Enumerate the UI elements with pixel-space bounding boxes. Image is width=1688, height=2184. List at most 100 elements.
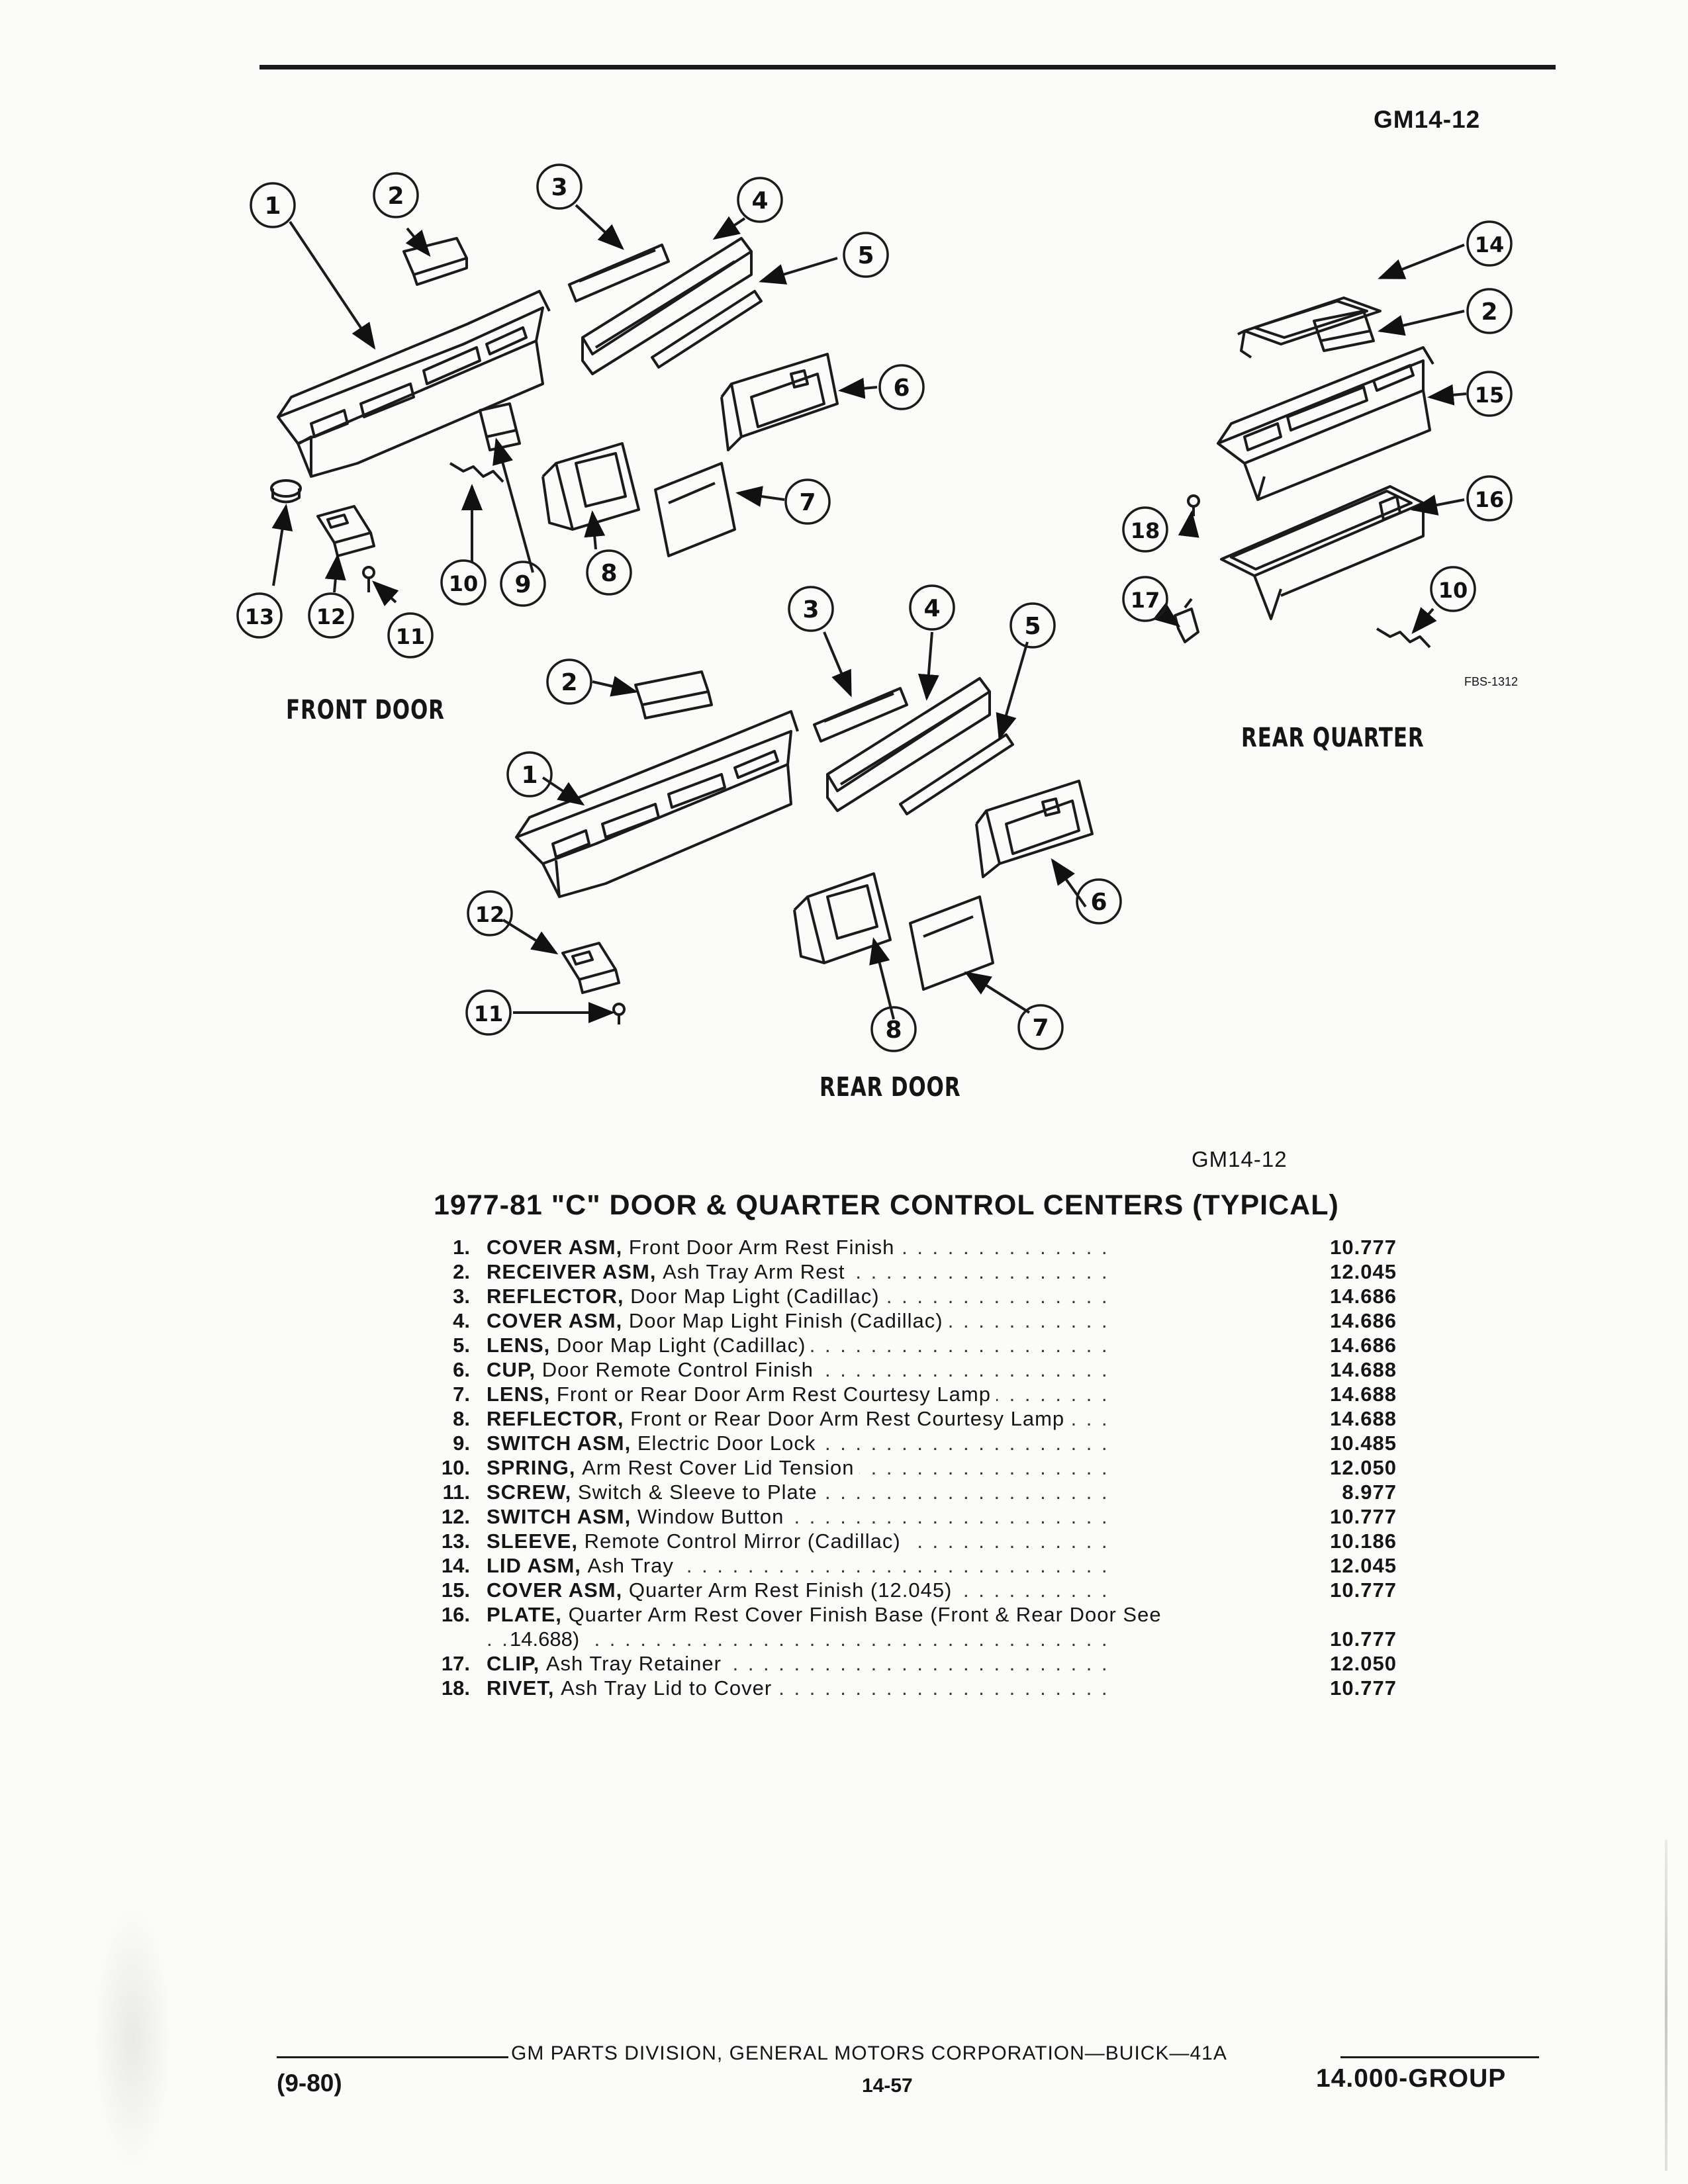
front-callout: 1 — [264, 193, 281, 220]
rear-reflector — [813, 687, 908, 743]
item-description: Door Map Light Finish (Cadillac) — [628, 1309, 943, 1332]
front-callout: 10 — [449, 571, 479, 596]
quarter-rivet — [1187, 494, 1200, 516]
item-description: Ash Tray Lid to Cover — [561, 1676, 773, 1700]
front-courtesy-reflector — [541, 442, 640, 531]
quarter-receiver — [1313, 310, 1375, 352]
item-name: COVER ASM, — [487, 1578, 623, 1602]
front-arm-rest-cover — [277, 290, 551, 478]
item-number: 6. — [453, 1358, 470, 1381]
parts-list-item: 11.. . . . . . . . . . . . . . . . . . .… — [424, 1480, 1397, 1505]
item-name: RECEIVER ASM, — [487, 1260, 657, 1283]
front-reflector — [568, 244, 670, 302]
header-rule — [259, 65, 1556, 69]
group-number: 14.000-GROUP — [1316, 2064, 1507, 2093]
item-name: COVER ASM, — [487, 1309, 623, 1332]
front-spring — [449, 462, 504, 483]
item-group-code: 12.045 — [1330, 1260, 1397, 1283]
item-name: SWITCH ASM, — [487, 1432, 632, 1455]
item-number: 14. — [441, 1554, 470, 1577]
item-number: 17. — [441, 1652, 470, 1675]
item-name: REFLECTOR, — [487, 1407, 624, 1430]
item-description: Quarter Arm Rest Cover Finish Base (Fron… — [568, 1603, 1162, 1626]
item-number: 15. — [441, 1578, 470, 1602]
item-description: Front Door Arm Rest Finish — [628, 1236, 895, 1259]
item-group-code: 10.485 — [1330, 1432, 1397, 1455]
item-name: SCREW, — [487, 1480, 572, 1504]
front-callout: 12 — [316, 604, 346, 629]
front-courtesy-lens — [654, 462, 736, 557]
item-group-code: 14.688 — [1330, 1358, 1397, 1381]
front-callout: 9 — [514, 571, 531, 598]
front-callout: 11 — [396, 624, 426, 649]
rear-callout: 1 — [521, 762, 538, 789]
rear-callout: 4 — [923, 595, 940, 622]
quarter-cover — [1217, 346, 1434, 501]
parts-list-item: 10.. . . . . . . . . . . . . . . . . . .… — [424, 1456, 1397, 1480]
item-description: Ash Tray — [587, 1554, 674, 1577]
rear-callout: 6 — [1090, 889, 1107, 916]
item-number: 10. — [441, 1456, 470, 1479]
item-description: Arm Rest Cover Lid Tension — [582, 1456, 855, 1479]
item-name: REFLECTOR, — [487, 1285, 624, 1308]
parts-list-item: 1.. . . . . . . . . . . . . . . . . . . … — [424, 1236, 1397, 1260]
rear-quarter-label: REAR QUARTER — [1241, 723, 1425, 753]
item-group-code: 10.777 — [1330, 1627, 1397, 1651]
item-name: SWITCH ASM, — [487, 1505, 632, 1528]
dot-leader: . . . . . . . . . . . . . . . . . . . . … — [487, 1627, 1119, 1651]
item-description: Front or Rear Door Arm Rest Courtesy Lam… — [630, 1407, 1065, 1430]
item-group-code: 14.686 — [1330, 1334, 1397, 1357]
rear-screw — [612, 1003, 626, 1024]
item-number: 18. — [441, 1676, 470, 1700]
item-group-code: 14.688 — [1330, 1407, 1397, 1430]
quarter-callout: 2 — [1481, 298, 1497, 326]
item-number: 1. — [453, 1236, 470, 1259]
quarter-callout: 10 — [1438, 578, 1468, 603]
footer-rule-left — [277, 2056, 508, 2058]
quarter-callout: 15 — [1475, 383, 1505, 408]
item-number: 9. — [453, 1432, 470, 1455]
rear-lens — [899, 733, 1014, 815]
footer-date: (9-80) — [277, 2070, 342, 2097]
parts-list-item: 18.. . . . . . . . . . . . . . . . . . .… — [424, 1676, 1397, 1701]
front-lens — [651, 290, 763, 369]
item-name: SLEEVE, — [487, 1529, 578, 1553]
parts-list-item: 16.PLATE, Quarter Arm Rest Cover Finish … — [424, 1603, 1397, 1652]
item-description: Switch & Sleeve to Plate — [577, 1480, 818, 1504]
front-callout: 8 — [600, 560, 617, 587]
scan-smudge — [93, 1906, 172, 2171]
parts-list-item: 5.. . . . . . . . . . . . . . . . . . . … — [424, 1334, 1397, 1358]
front-callout: 5 — [857, 242, 874, 269]
item-group-code: 10.777 — [1330, 1676, 1397, 1700]
front-window-switch — [316, 505, 375, 557]
rear-window-switch — [561, 942, 620, 994]
item-description: Window Button — [637, 1505, 784, 1528]
item-name: COVER ASM, — [487, 1236, 623, 1259]
item-name: CUP, — [487, 1358, 536, 1381]
quarter-callout: 18 — [1131, 518, 1160, 543]
parts-list-item: 17.. . . . . . . . . . . . . . . . . . .… — [424, 1652, 1397, 1676]
quarter-plate — [1220, 485, 1425, 620]
fbs-code: FBS-1312 — [1464, 675, 1519, 688]
parts-list-item: 13.. . . . . . . . . . . . . . . . . . .… — [424, 1529, 1397, 1554]
parts-list-item: 2.. . . . . . . . . . . . . . . . . . . … — [424, 1260, 1397, 1285]
quarter-clip — [1174, 598, 1199, 643]
caption-code: GM14-12 — [1192, 1147, 1288, 1171]
rear-map-light-cover — [826, 677, 991, 812]
rear-callout: 12 — [475, 902, 505, 927]
rear-callout: 7 — [1032, 1015, 1049, 1042]
rear-courtesy-reflector — [793, 872, 892, 964]
front-sleeve — [270, 479, 302, 504]
item-group-code: 10.777 — [1330, 1236, 1397, 1259]
item-description: Quarter Arm Rest Finish (12.045) — [628, 1578, 953, 1602]
item-number: 11. — [442, 1480, 470, 1504]
item-number: 8. — [453, 1407, 470, 1430]
rear-callout: 11 — [474, 1001, 504, 1026]
front-callout: 2 — [387, 183, 404, 210]
rear-callout: 3 — [802, 596, 819, 623]
front-map-light-cover — [581, 237, 753, 375]
item-group-code: 14.686 — [1330, 1285, 1397, 1308]
rear-arm-rest-cover — [515, 710, 799, 898]
item-group-code: 12.050 — [1330, 1456, 1397, 1479]
item-name: LENS, — [487, 1383, 551, 1406]
